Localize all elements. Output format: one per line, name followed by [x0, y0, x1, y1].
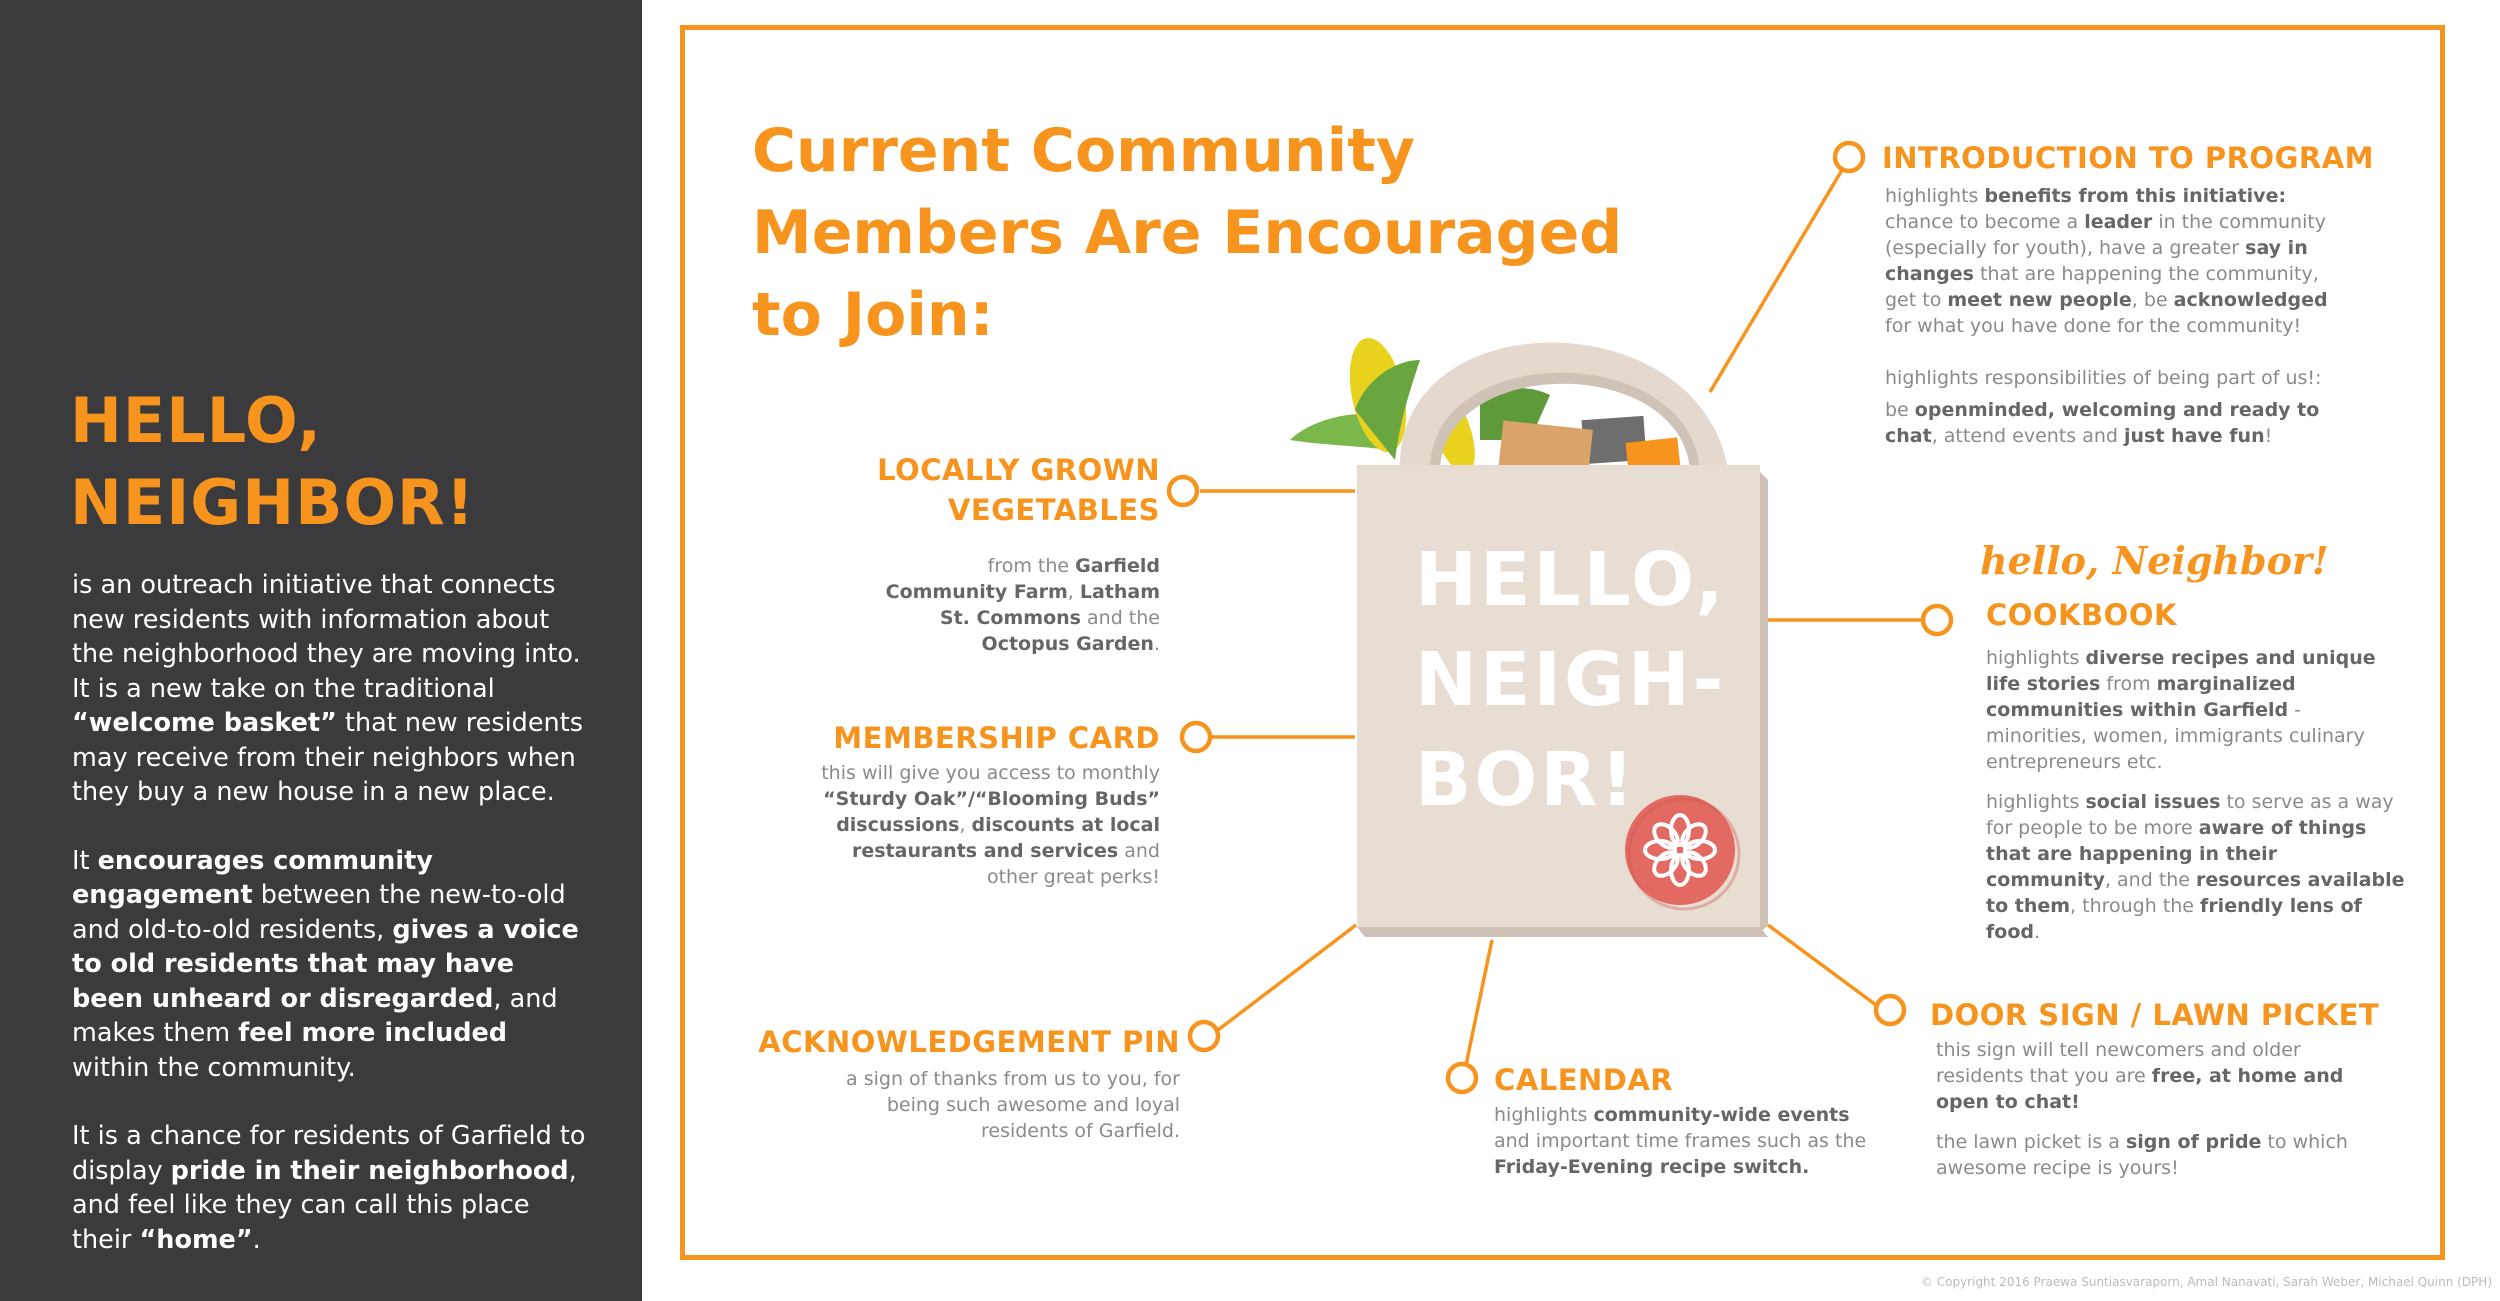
connector-door	[1766, 923, 1878, 1007]
intro-text-4: be openminded, welcoming and ready to ch…	[1885, 399, 2320, 447]
card-text: this will give you access to monthly “St…	[821, 762, 1160, 888]
veg-title-line2: VEGETABLES	[947, 493, 1160, 527]
calendar-text: highlights community-wide events and imp…	[1494, 1104, 1867, 1178]
node-door	[1873, 993, 1907, 1027]
sidebar-paragraph-3: It is a chance for residents of Garfield…	[72, 1121, 586, 1255]
badge	[1625, 795, 1735, 905]
node-veg	[1166, 474, 1200, 508]
node-calendar	[1445, 1061, 1479, 1095]
sidebar-paragraph-1: is an outreach initiative that connects …	[72, 570, 584, 807]
connector-calendar	[1464, 939, 1494, 1066]
intro-text: highlights benefits from this initiative…	[1885, 183, 2335, 449]
sidebar-title-line1: HELLO,	[70, 384, 322, 457]
door-text-2: the lawn picket is a sign of pride to wh…	[1936, 1131, 2348, 1179]
page-title-line2: Members Are Encouraged	[752, 198, 1623, 268]
bag-label-line1: HELLO,	[1415, 537, 1727, 623]
intro-text-2: chance to become a leader in the communi…	[1885, 211, 2328, 337]
sidebar-title: HELLO, NEIGHBOR!	[70, 380, 590, 544]
bag-label-line3: BOR!	[1415, 737, 1638, 823]
page-title-line1: Current Community	[752, 116, 1415, 186]
pin-title: ACKNOWLEDGEMENT PIN	[758, 1025, 1180, 1059]
cookbook-text-2: highlights social issues to serve as a w…	[1986, 791, 2405, 943]
calendar-title: CALENDAR	[1494, 1063, 1674, 1097]
node-pin	[1187, 1019, 1221, 1053]
sidebar-paragraph-2: It encourages community engagement betwe…	[72, 845, 579, 1083]
veg-text: from the Garfield Community Farm, Latham…	[885, 555, 1160, 655]
bag-label: HELLO, NEIGH- BOR!	[1415, 530, 1755, 830]
veg-title-line1: LOCALLY GROWN	[877, 453, 1160, 487]
connector-pin	[1216, 923, 1358, 1032]
cookbook-title: COOKBOOK	[1986, 598, 2177, 632]
intro-text-3: highlights responsibilities of being par…	[1885, 367, 2322, 389]
corn-husk	[1355, 360, 1420, 460]
node-intro	[1832, 140, 1866, 174]
bag-label-line2: NEIGH-	[1415, 637, 1727, 723]
node-card	[1179, 720, 1213, 754]
intro-title: INTRODUCTION TO PROGRAM	[1882, 141, 2375, 175]
pin-text: a sign of thanks from us to you, for bei…	[846, 1068, 1180, 1142]
bag-bottom-shadow	[1357, 927, 1768, 937]
bag-shadow	[1758, 470, 1768, 935]
content-frame	[680, 25, 2445, 1260]
cookbook-text: highlights diverse recipes and unique li…	[1986, 645, 2406, 945]
sidebar-description: is an outreach initiative that connects …	[72, 568, 592, 1291]
veg-title: LOCALLY GROWN VEGETABLES	[820, 450, 1160, 530]
sidebar-title-line2: NEIGHBOR!	[70, 466, 476, 539]
cookbook-text-1: highlights diverse recipes and unique li…	[1986, 647, 2376, 773]
flower-icon	[1643, 813, 1717, 887]
door-text: this sign will tell newcomers and older …	[1936, 1037, 2356, 1181]
connector-intro	[1708, 169, 1844, 393]
card-title: MEMBERSHIP CARD	[833, 721, 1160, 755]
bag-handle	[1399, 342, 1728, 470]
page-title: Current Community Members Are Encouraged…	[752, 110, 1652, 356]
door-text-1: this sign will tell newcomers and older …	[1936, 1039, 2344, 1113]
cookbook-script-title: hello, Neighbor!	[1980, 538, 2329, 583]
door-title: DOOR SIGN / LAWN PICKET	[1930, 998, 2380, 1032]
bag-handle-shadow	[1430, 372, 1700, 470]
intro-text-1: highlights benefits from this initiative…	[1885, 185, 2287, 207]
sidebar	[0, 0, 642, 1301]
copyright: © Copyright 2016 Praewa Suntiasvaraporn,…	[1920, 1275, 2492, 1289]
node-cookbook	[1920, 603, 1954, 637]
page-title-line3: to Join:	[752, 280, 994, 350]
